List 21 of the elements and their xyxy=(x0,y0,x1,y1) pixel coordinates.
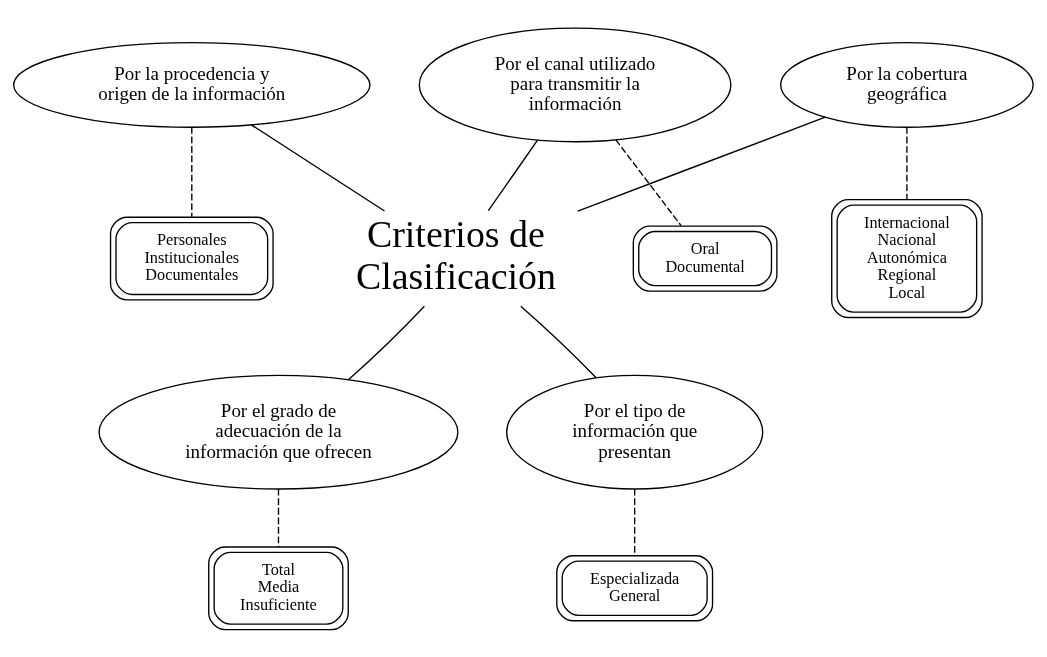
node-ellipse: Por el tipo de información que presentan xyxy=(506,374,764,490)
node-ellipse: Por la procedencia y origen de la información xyxy=(13,41,371,128)
connector xyxy=(277,487,280,547)
connector xyxy=(191,126,193,218)
connector xyxy=(634,487,636,556)
node-box: Personales Institucionales Documentales xyxy=(109,216,274,301)
node-ellipse: Por el grado de adecuación de la información que ofrecen xyxy=(98,374,459,490)
node-box: Especializada General xyxy=(556,554,714,621)
node-box: Oral Documental xyxy=(632,224,778,292)
connector xyxy=(906,126,908,200)
node-ellipse: Por la cobertura geográfica xyxy=(780,41,1034,128)
node-box: Internacional Nacional Autonómica Regional Local xyxy=(831,198,983,318)
connector xyxy=(520,305,598,379)
connector xyxy=(251,123,386,212)
node-box: Total Media Insuficiente xyxy=(208,545,349,630)
node-ellipse: Por el canal utilizado para transmitir la información xyxy=(418,26,732,142)
connector xyxy=(577,116,826,212)
node-text: Criterios de Clasificación xyxy=(355,212,556,297)
connector xyxy=(615,138,682,226)
connector xyxy=(347,305,426,381)
connector xyxy=(487,138,539,211)
